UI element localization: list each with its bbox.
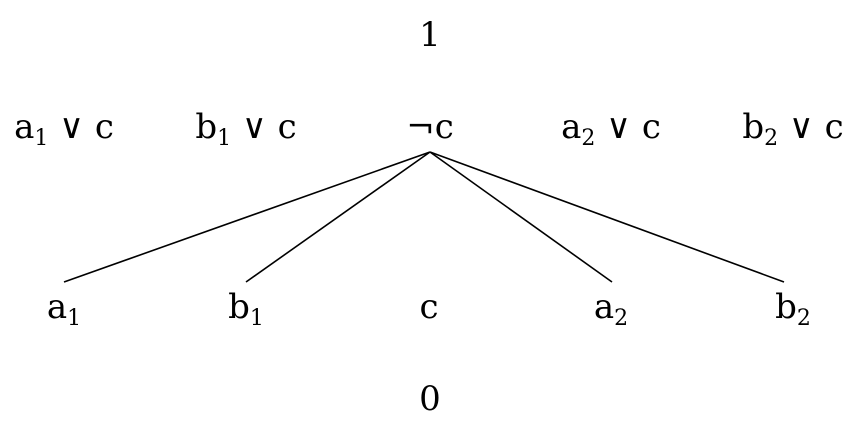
node-b2-or-c-rest: ∨ c: [778, 107, 844, 147]
node-a2-sub: 2: [614, 306, 628, 331]
node-a2: a2: [594, 287, 628, 331]
node-c-base: c: [419, 287, 438, 327]
node-b2: b2: [775, 287, 811, 331]
node-not-c: ¬c: [406, 107, 454, 147]
node-b1: b1: [228, 287, 264, 331]
node-a1-or-c-rest: ∨ c: [48, 107, 114, 147]
edge-not-c-to-a2: [429, 151, 613, 283]
node-b1-or-c-base: b: [195, 107, 217, 147]
node-b2-or-c: b2 ∨ c: [742, 107, 843, 151]
node-b1-base: b: [228, 287, 250, 327]
edge-not-c-to-b2: [429, 151, 785, 283]
node-bottom: 0: [419, 379, 441, 419]
node-a2-or-c: a2 ∨ c: [561, 107, 661, 151]
node-a1-sub: 1: [67, 306, 81, 331]
node-b2-sub: 2: [797, 306, 811, 331]
node-b2-base: b: [775, 287, 797, 327]
node-a2-base: a: [594, 287, 614, 327]
node-b1-or-c-sub: 1: [217, 126, 231, 151]
node-a1-base: a: [47, 287, 67, 327]
node-top: 1: [419, 15, 441, 55]
edge-not-c-to-a1: [63, 151, 431, 283]
node-b2-or-c-base: b: [742, 107, 764, 147]
node-b1-or-c-rest: ∨ c: [231, 107, 297, 147]
node-a1: a1: [47, 287, 81, 331]
node-a1-or-c-sub: 1: [34, 126, 48, 151]
node-c: c: [419, 287, 438, 327]
node-a2-or-c-rest: ∨ c: [595, 107, 661, 147]
node-b1-or-c: b1 ∨ c: [195, 107, 296, 151]
node-not-c-base: ¬c: [406, 107, 454, 147]
edges: [63, 151, 785, 283]
node-b2-or-c-sub: 2: [764, 126, 778, 151]
node-a2-or-c-sub: 2: [581, 126, 595, 151]
edge-not-c-to-b1: [245, 151, 431, 283]
node-b1-sub: 1: [250, 306, 264, 331]
node-a1-or-c: a1 ∨ c: [14, 107, 114, 151]
node-a2-or-c-base: a: [561, 107, 581, 147]
node-a1-or-c-base: a: [14, 107, 34, 147]
